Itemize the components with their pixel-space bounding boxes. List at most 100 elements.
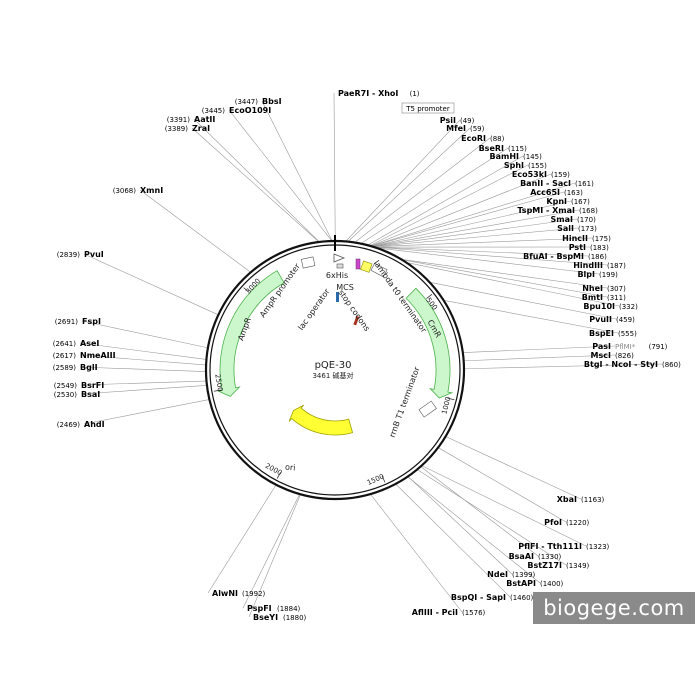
restriction-site: AlwNI (1992)	[212, 589, 266, 598]
site-name: BanII - SacI	[520, 179, 571, 188]
restriction-site: FspI(2691)	[55, 317, 101, 326]
site-leader-line	[421, 466, 539, 557]
site-position: (332)	[619, 303, 638, 311]
site-name: MscI	[591, 351, 611, 360]
restriction-site: PfoI(1220)	[544, 518, 589, 527]
site-name: SphI	[504, 161, 524, 170]
site-name: PsiI	[440, 116, 456, 125]
tick-mark	[447, 397, 455, 401]
site-leader-line	[408, 477, 541, 584]
restriction-site: EcoRI(88)	[461, 134, 504, 143]
site-name: BstZ17I	[527, 561, 562, 570]
site-name: BspQI - SapI	[451, 593, 506, 602]
site-name: PvuII	[589, 315, 612, 324]
rrnb-t1-terminator-box	[418, 400, 437, 418]
site-position: (175)	[592, 235, 611, 243]
lambda-t0-terminator-box	[370, 262, 388, 278]
site-position: (1400)	[540, 580, 564, 588]
restriction-site: PflFI - Tth111I(1323)	[518, 542, 609, 551]
restriction-site: EcoO109I(3445)	[202, 106, 271, 115]
site-position: (1)	[410, 90, 420, 98]
site-name: AatII	[194, 115, 215, 124]
site-position: (2691)	[55, 318, 79, 326]
site-name: BsaI	[81, 390, 100, 399]
site-name: Bpu10I	[583, 302, 615, 311]
small-feature-marks: T5 promoter	[300, 102, 455, 418]
ampr-promoter-box	[300, 256, 316, 269]
site-position: (1399)	[512, 571, 536, 579]
restriction-site: MfeI(59)	[446, 124, 484, 133]
site-name: PspFI	[247, 604, 272, 613]
site-leader-line	[408, 262, 620, 307]
feature-label: 6xHis	[326, 271, 348, 280]
site-position: (161)	[575, 180, 594, 188]
site-name: BglI	[80, 363, 98, 372]
site-position: (1992)	[242, 590, 266, 598]
site-leader-line	[191, 127, 319, 242]
site-extra: PflMI*	[615, 343, 636, 351]
site-leader-line	[380, 248, 600, 275]
restriction-site: NheI(307)	[582, 284, 626, 293]
site-position: (1884)	[277, 605, 301, 613]
site-name: BfuAI - BspMI	[523, 252, 584, 261]
site-leader-line	[80, 385, 206, 395]
site-name: NdeI	[487, 570, 508, 579]
restriction-site: BmtI(311)	[582, 293, 626, 302]
site-leader-line	[83, 399, 209, 425]
site-position: (2549)	[54, 382, 78, 390]
site-leader-line	[378, 247, 608, 266]
watermark-logo: biogege.com	[533, 592, 695, 624]
site-position: (2530)	[54, 391, 78, 399]
restriction-site: BlpI(199)	[577, 270, 618, 279]
site-leader-line	[371, 173, 552, 246]
tick-label: 1000	[440, 396, 452, 415]
site-name: BbsI	[262, 97, 282, 106]
site-name: NmeAIII	[80, 351, 116, 360]
site-position: (168)	[579, 207, 598, 215]
site-position: (173)	[578, 225, 597, 233]
site-name: KpnI	[546, 197, 567, 206]
restriction-site: AflIII - PciI(1576)	[412, 608, 486, 617]
site-name: PflFI - Tth111I	[518, 542, 582, 551]
site-leader-line	[333, 92, 336, 241]
site-name: AseI	[80, 339, 99, 348]
restriction-site: BstAPI (1400)	[506, 579, 563, 588]
site-leader-line	[79, 354, 206, 366]
restriction-site: XmnI(3068)	[113, 186, 163, 195]
site-leader-line	[408, 476, 513, 575]
site-name: FspI	[82, 317, 101, 326]
site-position: (3068)	[113, 187, 137, 195]
restriction-site: PaeR7I - XhoI(1)	[338, 89, 420, 98]
site-name: XmnI	[140, 186, 163, 195]
site-leader-line	[404, 259, 608, 298]
site-leader-line	[375, 227, 579, 247]
site-name: PstI	[569, 243, 586, 252]
restriction-site: ZraI(3389)	[165, 124, 210, 133]
site-position: (2839)	[57, 251, 81, 259]
restriction-site: HincII(175)	[562, 234, 611, 243]
restriction-site: BspQI - SapI(1460)	[451, 593, 534, 602]
restriction-site: AseI(2641)	[53, 339, 100, 348]
plasmid-backbone	[204, 235, 466, 501]
site-leader-line	[438, 447, 567, 523]
restriction-site: BfuAI - BspMI(186)	[523, 252, 607, 261]
site-name: XbaI	[557, 495, 577, 504]
site-name: SmaI	[551, 215, 573, 224]
map-center-title: pQE-30 3461 碱基对	[312, 360, 353, 380]
site-leader-line	[446, 436, 582, 500]
site-leader-line	[464, 363, 663, 370]
site-name: Acc65I	[530, 188, 560, 197]
site-name: AlwNI	[212, 589, 238, 598]
site-position: (163)	[564, 189, 583, 197]
site-name: EcoRI	[461, 134, 486, 143]
restriction-site: BsaAI(1330)	[509, 552, 562, 561]
restriction-site: KpnI(167)	[546, 197, 590, 206]
site-leader-line	[375, 237, 593, 247]
site-name: SalI	[557, 224, 574, 233]
site-name: BmtI	[582, 293, 603, 302]
site-name: BstAPI	[506, 579, 536, 588]
tick-mark	[243, 287, 250, 293]
site-leader-line	[370, 164, 529, 246]
site-position: (860)	[662, 361, 681, 369]
site-leader-line	[464, 354, 616, 362]
